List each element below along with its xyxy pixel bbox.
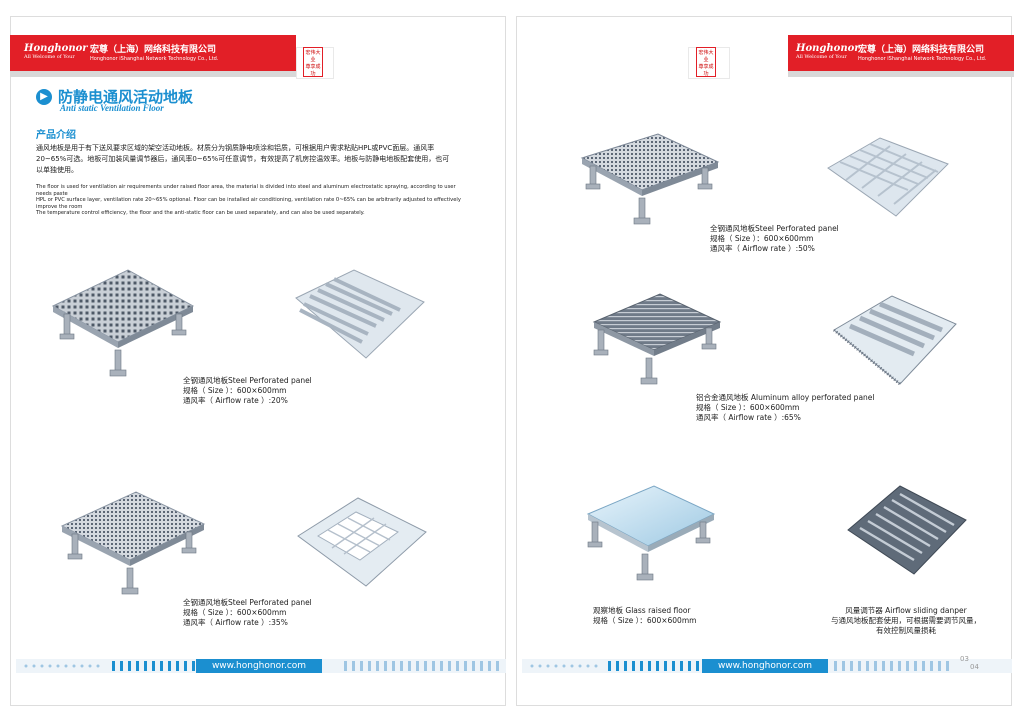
company-name-cn: 宏尊（上海）网络科技有限公司 — [90, 45, 217, 55]
company-name-en-right: Honghonor iShanghai Network Technology C… — [858, 56, 987, 62]
left-page — [10, 16, 506, 706]
website-link[interactable]: www.honghonor.com — [196, 659, 322, 673]
play-arrow-icon: ▶ — [36, 89, 52, 105]
intro-text-en: The floor is used for ventilation air re… — [36, 184, 461, 216]
product-image-steel-35 — [58, 490, 208, 598]
product-image-aluminum-65 — [590, 292, 724, 392]
company-name-cn-right: 宏尊（上海）网络科技有限公司 — [858, 45, 985, 55]
page-title: 防静电通风活动地板 — [58, 88, 194, 106]
product-image-glass-floor — [584, 484, 718, 588]
caption-steel-20: 全钢通风地板Steel Perforated panel 规格（ Size ）：… — [183, 376, 312, 405]
right-page — [516, 16, 1012, 706]
caption-airflow-damper: 风量调节器 Airflow sliding danper 与通风地板配套使用，可… — [831, 606, 981, 635]
company-stamp-right: 宏伟大业尊享成功 — [696, 47, 716, 77]
product-image-steel-50-flat — [824, 136, 952, 220]
intro-text-cn: 通风地板是用于有下送风要求区域的架空活动地板。材质分为钢质静电喷涂和铝质，可根据… — [36, 144, 450, 174]
product-image-steel-50 — [574, 132, 724, 232]
intro-heading: 产品介绍 — [36, 130, 76, 141]
company-stamp: 宏伟大业尊享成功 — [303, 47, 323, 77]
company-name-en: Honghonor iShanghai Network Technology C… — [90, 56, 219, 62]
caption-aluminum-65: 铝合金通风地板 Aluminum alloy perforated panel … — [696, 393, 875, 422]
page-subtitle: Anti static Ventilation Floor — [60, 103, 164, 113]
caption-steel-35: 全钢通风地板Steel Perforated panel 规格（ Size ）：… — [183, 598, 312, 627]
product-image-steel-20 — [48, 268, 198, 380]
product-image-airflow-damper — [844, 484, 970, 576]
caption-steel-50: 全钢通风地板Steel Perforated panel 规格（ Size ）：… — [710, 224, 839, 253]
product-image-steel-35-flat — [294, 496, 430, 588]
product-image-aluminum-65-flat — [830, 294, 960, 386]
product-image-steel-20-flat — [292, 268, 428, 360]
caption-glass-floor: 观察地板 Glass raised floor 规格（ Size ）：600×6… — [593, 606, 697, 625]
website-link-right[interactable]: www.honghonor.com — [702, 659, 828, 673]
